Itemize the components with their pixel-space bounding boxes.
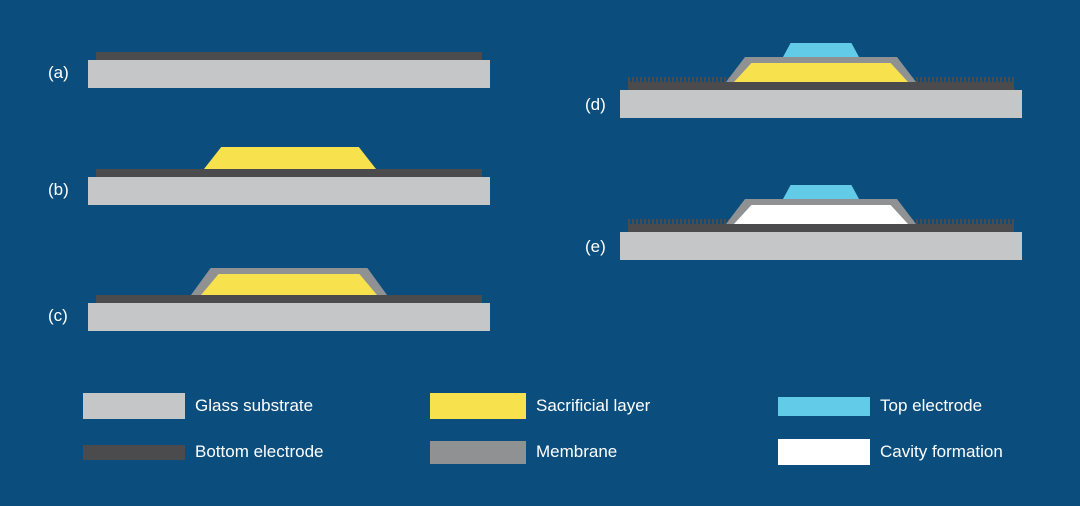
bottom-electrode-layer — [96, 52, 482, 60]
legend-label-glass-substrate: Glass substrate — [195, 396, 314, 415]
panel-label-a: (a) — [48, 63, 69, 82]
panel-c: (c) — [48, 267, 490, 332]
bottom-electrode-layer — [96, 295, 482, 303]
legend-swatch-membrane — [430, 440, 526, 464]
legend-item-glass-substrate: Glass substrate — [83, 393, 313, 419]
legend-item-top-electrode: Top electrode — [778, 393, 982, 419]
top-electrode-layer — [783, 185, 859, 199]
legend-swatch-sacrificial-layer — [430, 393, 526, 419]
glass-substrate-layer — [88, 177, 490, 205]
glass-substrate-layer — [88, 60, 490, 88]
sacrificial-layer — [201, 274, 377, 295]
bottom-electrode-layer — [628, 224, 1014, 232]
bottom-electrode-layer — [628, 82, 1014, 90]
legend-label-membrane: Membrane — [536, 442, 618, 461]
legend-label-top-electrode: Top electrode — [880, 396, 983, 415]
legend: Glass substrate Bottom electrode Sacrifi… — [0, 380, 1080, 490]
glass-substrate-layer — [620, 90, 1022, 118]
legend-swatch-cavity-formation — [778, 439, 870, 465]
legend-item-bottom-electrode: Bottom electrode — [83, 439, 324, 465]
top-electrode-layer — [783, 43, 859, 57]
sacrificial-layer — [734, 63, 908, 82]
panel-e: (e) — [585, 185, 1022, 261]
cavity-layer — [734, 205, 908, 224]
glass-substrate-layer — [88, 303, 490, 331]
legend-label-bottom-electrode: Bottom electrode — [195, 442, 324, 461]
legend-item-sacrificial-layer: Sacrificial layer — [430, 393, 650, 419]
panel-label-d: (d) — [585, 95, 606, 114]
sacrificial-layer — [204, 147, 376, 169]
legend-item-membrane: Membrane — [430, 439, 617, 465]
legend-swatch-glass-substrate — [83, 393, 185, 419]
legend-swatch-bottom-electrode — [83, 444, 185, 460]
panel-a: (a) — [48, 43, 490, 89]
panel-label-e: (e) — [585, 237, 606, 256]
bottom-electrode-layer — [96, 169, 482, 177]
legend-label-sacrificial-layer: Sacrificial layer — [536, 396, 651, 415]
legend-item-cavity-formation: Cavity formation — [778, 439, 1003, 465]
legend-label-cavity-formation: Cavity formation — [880, 442, 1003, 461]
panel-b: (b) — [48, 146, 490, 206]
panel-label-c: (c) — [48, 306, 68, 325]
panel-d: (d) — [585, 43, 1022, 119]
legend-swatch-top-electrode — [778, 396, 870, 416]
glass-substrate-layer — [620, 232, 1022, 260]
panel-label-b: (b) — [48, 180, 69, 199]
